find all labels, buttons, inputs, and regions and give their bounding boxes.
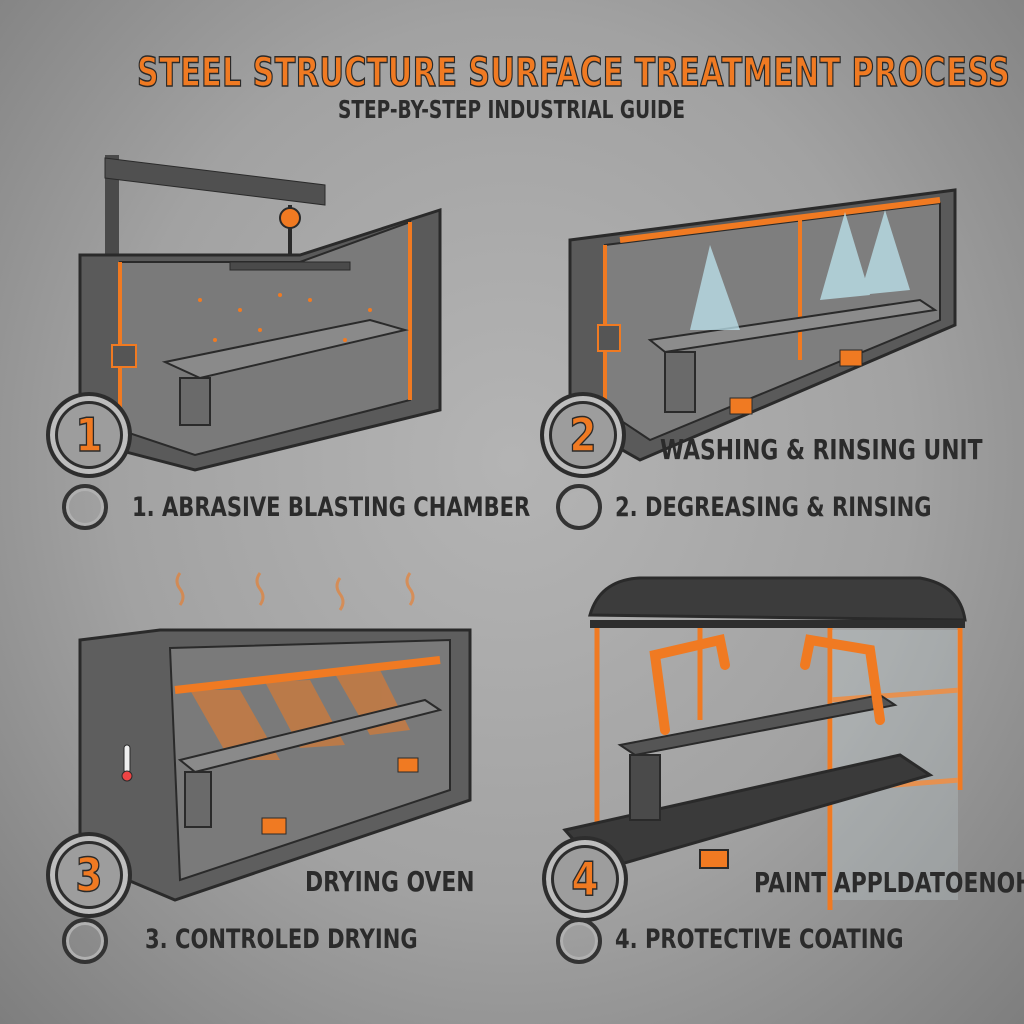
crane-beam: [104, 157, 326, 206]
crane-hook: [279, 207, 301, 229]
step-3-unit-label: DRYING OVEN: [305, 865, 475, 898]
step-2-unit-label: WASHING & RINSING UNIT: [660, 433, 983, 466]
drying-oven-icon: [78, 572, 472, 902]
step-1-caption: 1. ABRASIVE BLASTING CHAMBER: [132, 492, 531, 523]
page-subtitle: STEP-BY-STEP INDUSTRIAL GUIDE: [338, 95, 685, 124]
step-3-number-badge: 3: [46, 832, 132, 918]
step-4-number-badge: 4: [542, 836, 628, 922]
step-2-caption: 2. DEGREASING & RINSING: [615, 492, 932, 523]
heat-waves: [175, 572, 415, 611]
paint-booth-icon: [562, 576, 967, 910]
step-3-caption: 3. CONTROLED DRYING: [145, 924, 418, 955]
crane-post: [105, 155, 119, 255]
thermometer-icon: [121, 744, 133, 782]
spray-pipe: [619, 197, 941, 243]
page-title: STEEL STRUCTURE SURFACE TREATMENT PROCES…: [136, 49, 1011, 97]
steel-beam-top: [161, 318, 409, 380]
control-panel-icon: [111, 344, 137, 368]
spark-particles: [198, 293, 372, 342]
step-4-radio-circle: [556, 918, 602, 964]
steel-beam-top: [177, 698, 443, 774]
step-1-number-badge: 1: [46, 392, 132, 478]
steel-beam-top: [617, 693, 898, 757]
steel-beam-top: [647, 298, 938, 354]
step-3-radio-circle: [62, 918, 108, 964]
step-2-radio-circle: [556, 484, 602, 530]
step-1-radio-circle: [62, 484, 108, 530]
step-4-caption: 4. PROTECTIVE COATING: [615, 924, 904, 955]
step-2-number-badge: 2: [540, 392, 626, 478]
booth-canopy: [588, 576, 967, 622]
step-4-unit-label: PAINT APPLDATOENOH: [754, 866, 1024, 899]
robot-arms: [649, 633, 885, 735]
water-spray: [690, 210, 910, 330]
steel-beam-end: [179, 377, 211, 426]
blasting-chamber-icon: [78, 155, 442, 472]
washing-unit-icon: [568, 188, 957, 462]
heater-pipe: [174, 656, 441, 694]
